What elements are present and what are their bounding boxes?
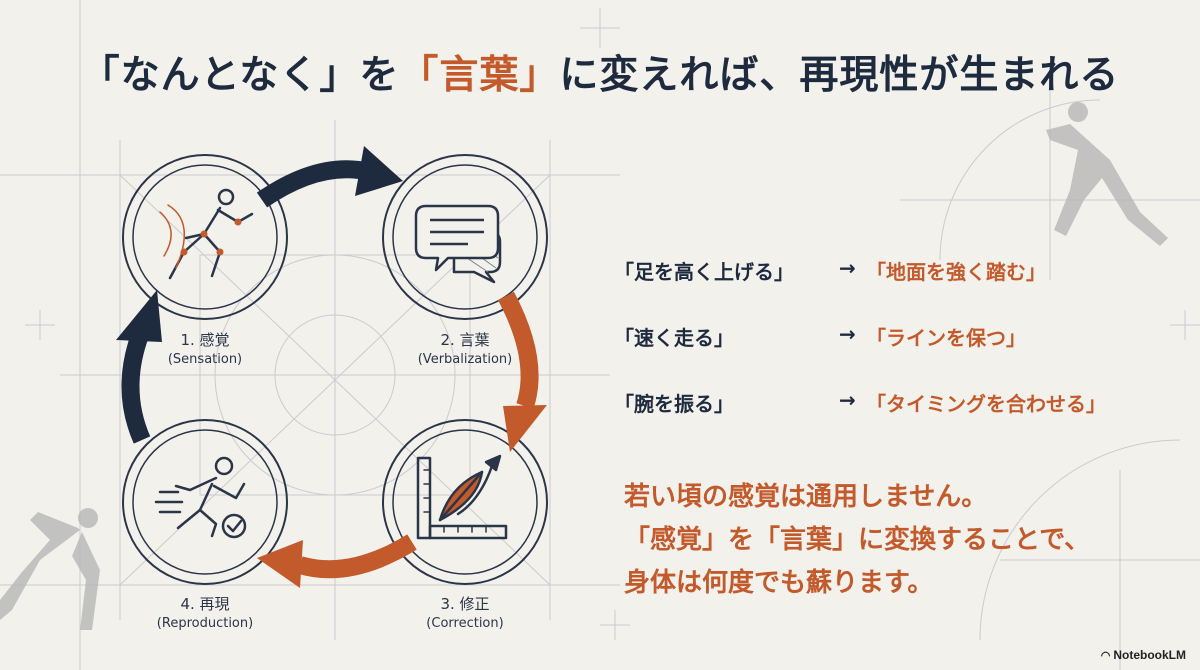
title-part2: に変えれば、再現性が生まれる <box>559 53 1120 98</box>
step-number: 1. 感覚 <box>180 331 230 349</box>
title-part1: 「なんとなく」を <box>80 53 400 98</box>
node-reproduction <box>122 419 288 585</box>
example-from: 「足を高く上げる」 <box>614 260 794 284</box>
closing-message: 若い頃の感覚は通用しません。 「感覚」を「言葉」に変換することで、 身体は何度で… <box>624 476 1184 605</box>
example-row: 「腕を振る」 → 「タイミングを合わせる」 <box>614 388 1174 454</box>
sprinter-checkmark-icon <box>154 456 247 539</box>
step-english: (Sensation) <box>167 352 243 367</box>
message-line: 「感覚」を「言葉」に変換することで、 <box>624 525 1091 555</box>
step-label-correction: 3. 修正 (Correction) <box>375 594 555 634</box>
running-body-figure-icon <box>159 188 254 280</box>
title-accent: 「言葉」 <box>399 53 560 98</box>
cycle-diagram <box>116 146 548 588</box>
step-english: (Correction) <box>426 616 504 631</box>
example-from: 「速く走る」 <box>614 326 734 350</box>
step-english: (Verbalization) <box>417 352 513 367</box>
example-from: 「腕を振る」 <box>614 392 734 416</box>
example-to: 「地面を強く踏む」 <box>866 260 1046 284</box>
example-arrow: → <box>839 388 856 412</box>
example-arrow: → <box>839 256 856 280</box>
examples-list: 「足を高く上げる」 → 「地面を強く踏む」 「速く走る」 → 「ラインを保つ」 … <box>614 256 1174 454</box>
arrow-sensation-to-verbalization <box>256 146 403 208</box>
example-row: 「速く走る」 → 「ラインを保つ」 <box>614 322 1174 388</box>
notebooklm-logo-icon: ◠ <box>1100 650 1111 662</box>
brand-watermark: ◠NotebookLM <box>1101 648 1186 662</box>
node-sensation <box>122 154 288 320</box>
step-label-sensation: 1. 感覚 (Sensation) <box>115 330 295 370</box>
step-label-verbalization: 2. 言葉 (Verbalization) <box>375 330 555 370</box>
step-number: 3. 修正 <box>440 595 490 613</box>
ruler-drafting-pen-icon <box>416 454 508 540</box>
arrow-verbalization-to-correction <box>498 291 547 452</box>
arrow-correction-to-reproduction <box>257 534 417 588</box>
message-line: 若い頃の感覚は通用しません。 <box>624 482 988 512</box>
node-verbalization <box>382 154 548 320</box>
speech-bubbles-icon <box>414 204 502 284</box>
page-title: 「なんとなく」を「言葉」に変えれば、再現性が生まれる <box>0 44 1200 100</box>
step-number: 2. 言葉 <box>440 331 490 349</box>
example-to: 「タイミングを合わせる」 <box>866 392 1106 416</box>
step-label-reproduction: 4. 再現 (Reproduction) <box>115 594 295 634</box>
example-arrow: → <box>839 322 856 346</box>
example-row: 「足を高く上げる」 → 「地面を強く踏む」 <box>614 256 1174 322</box>
arrow-reproduction-to-sensation <box>116 290 162 444</box>
step-number: 4. 再現 <box>180 595 230 613</box>
step-english: (Reproduction) <box>156 616 254 631</box>
example-to: 「ラインを保つ」 <box>866 326 1026 350</box>
node-correction <box>382 419 548 585</box>
brand-label: NotebookLM <box>1113 648 1186 662</box>
message-line: 身体は何度でも蘇ります。 <box>624 568 934 598</box>
